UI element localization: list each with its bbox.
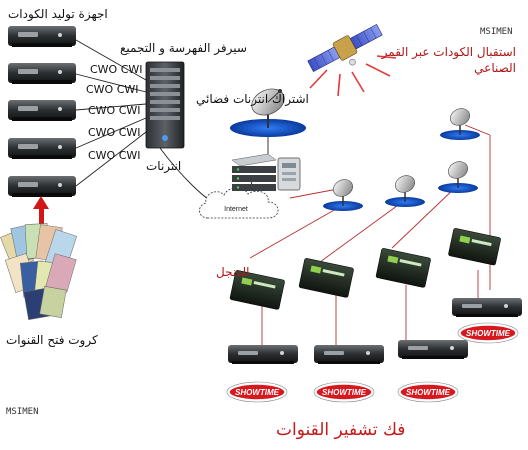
receiver-box bbox=[8, 138, 76, 159]
dongle-device-icon bbox=[229, 270, 285, 310]
connector-line bbox=[75, 117, 147, 149]
decrypt-title: فك تشفير القنوات bbox=[276, 420, 406, 440]
satellite-icon bbox=[307, 23, 383, 73]
watermark-label: MSIMEN bbox=[480, 27, 513, 37]
smart-cards-image bbox=[0, 223, 78, 320]
receiver-box bbox=[8, 63, 76, 84]
showtime-logo-text: SHOWTIME bbox=[322, 388, 367, 397]
receiving-dish-icon bbox=[385, 175, 425, 207]
showtime-logo-icon: SHOWTIME bbox=[397, 381, 459, 403]
connector-line bbox=[464, 124, 491, 136]
network-rack-icon bbox=[231, 153, 277, 191]
code-generators-label: اجهزة توليد الكودات bbox=[8, 7, 108, 21]
sat-subscription-label: اشتراك انترنات فضائي bbox=[196, 92, 309, 106]
dongle-device-icon bbox=[298, 258, 354, 298]
signal-ray bbox=[365, 63, 391, 77]
server-label: سيرفر الفهرسة و التجميع bbox=[120, 41, 247, 55]
dongle-device-icon bbox=[448, 228, 501, 266]
showtime-logo-text: SHOWTIME bbox=[406, 388, 451, 397]
connector-line bbox=[75, 39, 147, 81]
signal-ray bbox=[376, 55, 397, 59]
receiving-dish-icon bbox=[438, 161, 478, 193]
connector-line bbox=[249, 204, 344, 259]
cwo-cwi-label: CWO CWI bbox=[88, 149, 141, 162]
receiver-box bbox=[8, 26, 76, 47]
receiver-box bbox=[314, 345, 384, 364]
dongle-label: الدنجل bbox=[216, 265, 250, 279]
showtime-logo-text: SHOWTIME bbox=[466, 329, 511, 338]
modem-box-icon bbox=[277, 157, 301, 191]
receiver-box bbox=[452, 298, 522, 317]
internet-cloud-icon bbox=[199, 187, 279, 219]
signal-ray bbox=[351, 71, 365, 93]
receiver-box bbox=[398, 340, 468, 359]
connector-line bbox=[75, 131, 147, 187]
cwo-cwi-label: CWO CWI bbox=[88, 126, 141, 139]
connector-line bbox=[391, 184, 459, 249]
cwo-cwi-label: CWO CWI bbox=[86, 83, 139, 96]
server-tower-icon bbox=[145, 61, 185, 149]
uplink-dish-icon bbox=[230, 88, 306, 137]
internet-label: انترنات bbox=[146, 159, 182, 173]
connector-line bbox=[319, 199, 406, 263]
sat-reception-label: استقبال الكودات عبر القمر الصناعي bbox=[381, 45, 516, 76]
receiver-box bbox=[8, 176, 76, 197]
signal-rays bbox=[309, 55, 397, 97]
internet-cloud-label: Internet bbox=[224, 206, 248, 213]
connector-line bbox=[75, 73, 147, 93]
receiver-stack bbox=[8, 26, 76, 197]
showtime-logo-icon: SHOWTIME bbox=[226, 381, 288, 403]
cwo-cwi-label: CWO CWI bbox=[90, 63, 143, 76]
showtime-logo-icon: SHOWTIME bbox=[313, 381, 375, 403]
receiving-dish-icon bbox=[440, 108, 480, 140]
receiver-box bbox=[228, 345, 298, 364]
signal-ray bbox=[309, 69, 328, 89]
showtime-logo-icon: SHOWTIME bbox=[457, 322, 519, 344]
signal-ray bbox=[337, 73, 341, 97]
left-connections bbox=[75, 39, 269, 209]
cwo-cwi-label: CWO CWI bbox=[88, 104, 141, 117]
receiver-box bbox=[8, 100, 76, 121]
red-arrow-icon bbox=[33, 196, 49, 224]
connector-line bbox=[75, 103, 147, 111]
cards-label: كروت فتح القنوات bbox=[6, 333, 98, 347]
showtime-logo-text: SHOWTIME bbox=[235, 388, 280, 397]
watermark-label: MSIMEN bbox=[6, 407, 39, 417]
dongle-device-icon bbox=[375, 248, 431, 288]
receiving-dish-icon bbox=[323, 179, 363, 211]
